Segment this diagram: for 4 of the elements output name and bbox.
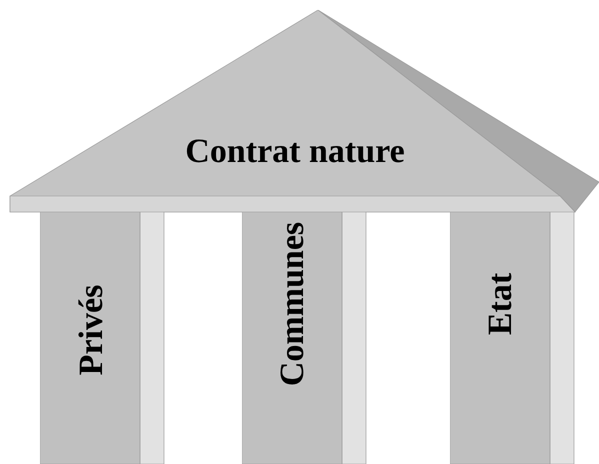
roof-label: Contrat nature	[185, 133, 405, 171]
pillar-label: Privés	[73, 284, 111, 376]
pillar-label: Communes	[274, 222, 312, 386]
pillar-label: Etat	[482, 272, 520, 336]
